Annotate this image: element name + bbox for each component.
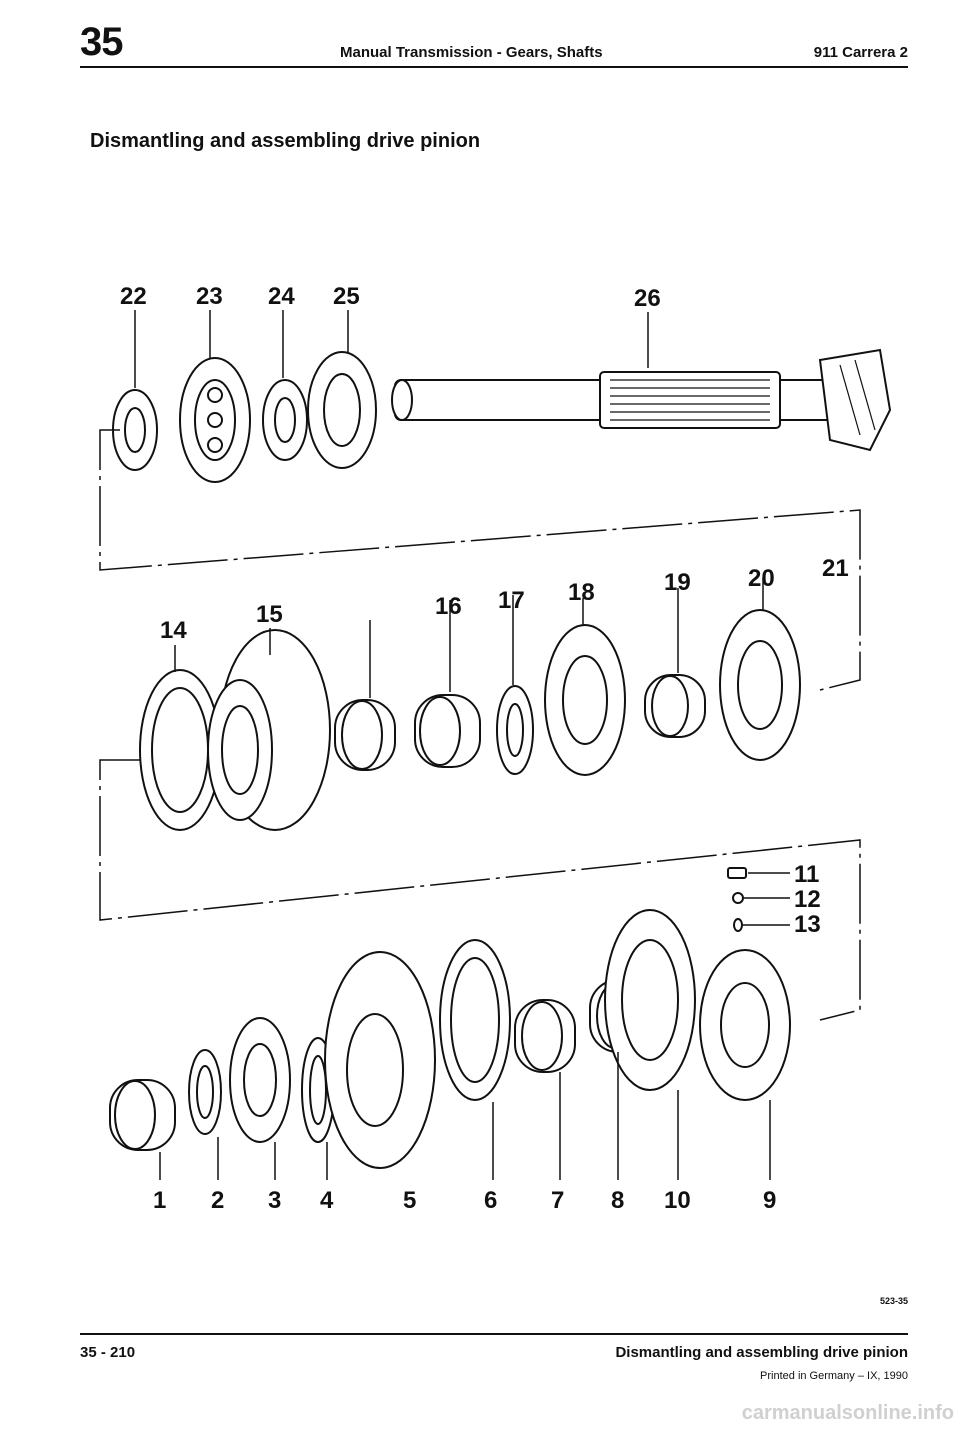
watermark: carmanualsonline.info [741, 1402, 954, 1424]
callout-2: 2 [211, 1187, 224, 1214]
section-number: 35 [80, 20, 123, 64]
printed-note: Printed in Germany – IX, 1990 [760, 1370, 908, 1382]
callout-8: 8 [611, 1187, 624, 1214]
leader-lines [134, 310, 790, 1180]
callout-9: 9 [763, 1187, 776, 1214]
callout-12: 12 [794, 886, 821, 913]
header-title: Manual Transmission - Gears, Shafts [340, 44, 603, 61]
callout-22: 22 [120, 283, 147, 310]
gear-parts-middle [139, 609, 801, 831]
callout-26: 26 [634, 285, 661, 312]
callout-21: 21 [822, 555, 849, 582]
footer-title: Dismantling and assembling drive pinion [615, 1344, 908, 1361]
callout-14: 14 [160, 617, 187, 644]
callout-3: 3 [268, 1187, 281, 1214]
callout-25: 25 [333, 283, 360, 310]
page-number: 35 - 210 [80, 1344, 136, 1361]
callout-18: 18 [568, 579, 595, 606]
dashed-guide-2 [99, 759, 861, 1021]
figure-reference: 523-35 [879, 1296, 908, 1306]
callout-15: 15 [256, 601, 283, 628]
dashed-guide-1 [99, 429, 861, 691]
page-heading: Dismantling and assembling drive pinion [90, 130, 481, 152]
header-model: 911 Carrera 2 [813, 44, 908, 61]
callout-11: 11 [794, 861, 819, 888]
exploded-view-diagram: 22 23 24 25 26 14 15 16 17 18 19 20 21 1… [99, 283, 892, 1214]
callout-20: 20 [748, 565, 775, 592]
pinion-shaft [391, 348, 892, 452]
callout-5: 5 [403, 1187, 416, 1214]
callout-24: 24 [268, 283, 295, 310]
callout-17: 17 [498, 587, 525, 614]
callout-13: 13 [794, 911, 821, 938]
callout-6: 6 [484, 1187, 497, 1214]
callout-4: 4 [320, 1187, 334, 1214]
callout-23: 23 [196, 283, 223, 310]
callout-10: 10 [664, 1187, 691, 1214]
callout-19: 19 [664, 569, 691, 596]
bearing-parts-top [112, 351, 377, 483]
header-rule [80, 66, 908, 68]
gear-parts-bottom [109, 867, 791, 1169]
callout-7: 7 [551, 1187, 564, 1214]
callout-16: 16 [435, 593, 462, 620]
callout-1: 1 [153, 1187, 166, 1214]
footer-rule [80, 1333, 908, 1335]
